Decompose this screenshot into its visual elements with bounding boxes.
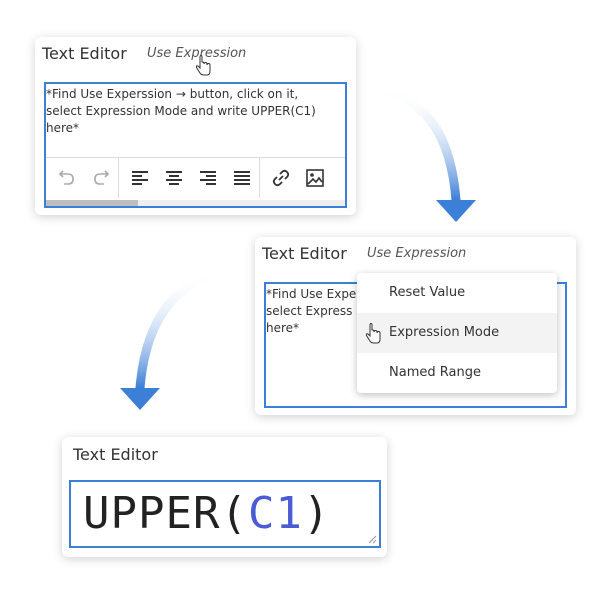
use-expression-link[interactable]: Use Expression [147,46,247,61]
align-center-icon[interactable] [157,163,191,193]
menu-item-reset-value[interactable]: Reset Value [389,285,466,300]
menu-item-named-range[interactable]: Named Range [389,365,481,380]
resize-handle-icon[interactable] [367,534,377,544]
expression-editor[interactable]: UPPER(C1) [69,480,381,548]
align-left-icon[interactable] [123,163,157,193]
function-name: UPPER( [83,488,248,539]
menu-item-expression-mode[interactable]: Expression Mode [357,313,557,353]
close-paren: ) [302,488,331,539]
step3-card: Text Editor UPPER(C1) [62,437,387,557]
pointer-cursor-icon [365,322,381,344]
editor-content[interactable]: *Find Use Experssion → button, click on … [46,87,316,135]
align-justify-icon[interactable] [225,163,259,193]
text-editor-label: Text Editor [262,244,347,263]
use-expression-link[interactable]: Use Expression [367,246,467,261]
expression-dropdown-menu: Reset Value Expression Mode Named Range [357,273,557,393]
align-right-icon[interactable] [191,163,225,193]
link-icon[interactable] [264,163,298,193]
image-icon[interactable] [298,163,332,193]
scrollbar-thumb[interactable] [46,200,138,206]
pointer-cursor-icon [195,55,211,76]
redo-icon[interactable] [84,163,118,193]
text-editor-label: Text Editor [42,44,127,63]
undo-icon[interactable] [50,163,84,193]
cell-reference: C1 [247,488,303,539]
horizontal-scrollbar[interactable] [46,200,345,206]
step2-card: Text Editor Use Expression *Find Use Exp… [255,237,576,415]
editor-content[interactable]: *Find Use Expe select Express here* [266,287,357,335]
step1-card: Text Editor Use Expression *Find Use Exp… [35,37,356,215]
text-editor-label: Text Editor [73,445,158,464]
rich-text-editor[interactable]: *Find Use Experssion → button, click on … [44,82,347,208]
editor-toolbar [46,157,345,198]
expression-content[interactable]: UPPER(C1) [83,488,330,539]
